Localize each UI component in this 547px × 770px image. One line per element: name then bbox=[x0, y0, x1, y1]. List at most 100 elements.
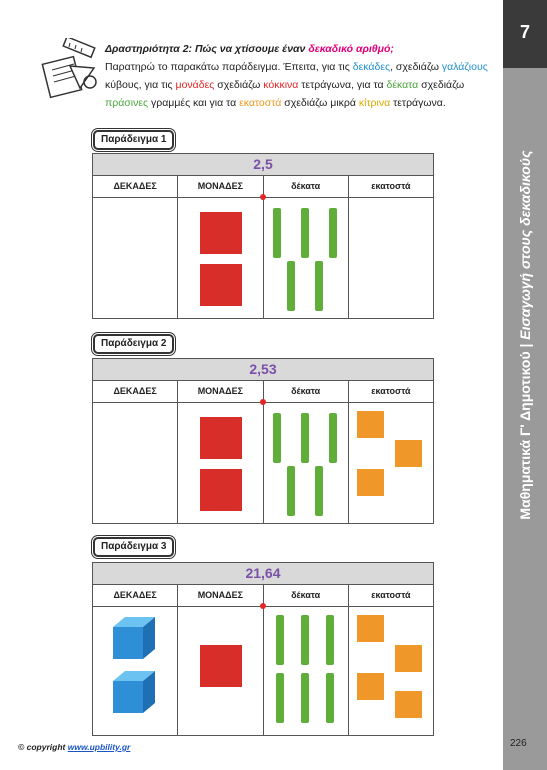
col-hundredths: εκατοστά bbox=[371, 181, 411, 191]
blue-cube-icon bbox=[113, 671, 155, 713]
instr-text: γραμμές και για τα bbox=[148, 97, 240, 109]
tenth-bar bbox=[272, 208, 281, 258]
example-table-1: 2,5 ΔΕΚΑΔΕΣ ΜΟΝΑΔΕΣ δέκατα εκατοστά bbox=[92, 153, 434, 319]
example-body bbox=[93, 403, 433, 523]
example-table-3: 21,64 ΔΕΚΑΔΕΣ ΜΟΝΑΔΕΣ δέκατα εκατοστά bbox=[92, 562, 434, 736]
decimal-point-dot bbox=[260, 399, 266, 405]
word-dekata: δέκατα bbox=[386, 79, 419, 91]
decimal-point-dot bbox=[260, 194, 266, 200]
col-tenths: δέκατα bbox=[264, 176, 349, 197]
word-prasines: πράσινες bbox=[105, 97, 149, 109]
col-tens: ΔΕΚΑΔΕΣ bbox=[93, 585, 179, 606]
tens-cell bbox=[93, 403, 179, 523]
unit-square bbox=[200, 469, 243, 511]
instr-text: σχεδιάζω bbox=[214, 79, 264, 91]
col-tenths: δέκατα bbox=[264, 381, 349, 402]
col-units: ΜΟΝΑΔΕΣ bbox=[178, 176, 264, 197]
instr-text: , σχεδιάζω bbox=[390, 61, 442, 73]
sidebar-title-main: Μαθηματικά Γ' Δημοτικού | bbox=[517, 339, 533, 520]
tenth-bar bbox=[275, 615, 284, 665]
copyright: © copyright www.upbility.gr bbox=[18, 742, 130, 752]
page-number: 226 bbox=[510, 738, 527, 749]
tens-cell bbox=[93, 198, 179, 318]
tenth-bar bbox=[325, 673, 334, 723]
word-galazious: γαλάζιους bbox=[441, 61, 488, 73]
tenth-bar bbox=[314, 261, 323, 311]
example-number: 2,53 bbox=[93, 359, 433, 381]
instr-text: σχεδιάζω μικρά bbox=[281, 97, 359, 109]
instr-text: τετράγωνα. bbox=[390, 97, 446, 109]
col-tens: ΔΕΚΑΔΕΣ bbox=[93, 381, 179, 402]
word-kitrina: κίτρινα bbox=[358, 97, 391, 109]
hundredth-square bbox=[394, 440, 422, 467]
units-cell bbox=[178, 607, 264, 735]
unit-square bbox=[200, 212, 243, 254]
tenth-bar bbox=[328, 208, 337, 258]
unit-square bbox=[200, 264, 243, 306]
tenth-bar bbox=[286, 466, 295, 516]
hundredth-square bbox=[356, 469, 384, 496]
hundredths-cell bbox=[349, 198, 433, 318]
hundredths-cell bbox=[349, 607, 433, 735]
sidebar-title-sub: Εισαγωγή στους δεκαδικούς bbox=[517, 150, 533, 340]
tenths-cell bbox=[264, 198, 349, 318]
tenth-bar bbox=[328, 413, 337, 463]
hundredth-square bbox=[394, 645, 422, 672]
hundredth-square bbox=[356, 615, 384, 642]
word-dekades: δεκάδες bbox=[352, 61, 391, 73]
word-ekatosta: εκατοστά bbox=[239, 97, 282, 109]
sidebar-title: Μαθηματικά Γ' Δημοτικού | Εισαγωγή στους… bbox=[517, 125, 533, 545]
tenth-bar bbox=[300, 413, 309, 463]
hundredth-square bbox=[356, 411, 384, 438]
example-body bbox=[93, 198, 433, 318]
activity-instructions: Παρατηρώ το παρακάτω παράδειγμα. Έπειτα,… bbox=[105, 58, 497, 112]
instr-text: Παρατηρώ το παρακάτω παράδειγμα. Έπειτα,… bbox=[105, 61, 353, 73]
hundredth-square bbox=[356, 673, 384, 700]
tenth-bar bbox=[275, 673, 284, 723]
units-cell bbox=[178, 198, 264, 318]
tenths-cell bbox=[264, 607, 349, 735]
col-tens: ΔΕΚΑΔΕΣ bbox=[93, 176, 179, 197]
word-kokkina: κόκκινα bbox=[263, 79, 299, 91]
unit-square bbox=[200, 417, 243, 459]
website-link[interactable]: www.upbility.gr bbox=[67, 742, 131, 752]
tenth-bar bbox=[325, 615, 334, 665]
example-body bbox=[93, 607, 433, 735]
activity-title: Δραστηριότητα 2: Πώς να χτίσουμε έναν bbox=[105, 43, 309, 55]
col-hundredths: εκατοστά bbox=[371, 590, 411, 600]
example-label: Παράδειγμα 1 bbox=[93, 130, 175, 150]
chapter-number: 7 bbox=[519, 22, 530, 42]
example-table-2: 2,53 ΔΕΚΑΔΕΣ ΜΟΝΑΔΕΣ δέκατα εκατοστά bbox=[92, 358, 434, 524]
blue-cube-icon bbox=[113, 617, 155, 659]
example-number: 2,5 bbox=[93, 154, 433, 176]
tenth-bar bbox=[272, 413, 281, 463]
tenth-bar bbox=[314, 466, 323, 516]
activity-title-highlight: δεκαδικό αριθμό; bbox=[308, 43, 394, 55]
word-monades: μονάδες bbox=[175, 79, 215, 91]
units-cell bbox=[178, 403, 264, 523]
instr-text: κύβους, για τις bbox=[105, 79, 176, 91]
decimal-point-dot bbox=[260, 603, 266, 609]
tenth-bar bbox=[300, 208, 309, 258]
col-units: ΜΟΝΑΔΕΣ bbox=[178, 381, 264, 402]
tenth-bar bbox=[300, 615, 309, 665]
example-label: Παράδειγμα 3 bbox=[93, 537, 175, 557]
hundredths-cell bbox=[349, 403, 433, 523]
notebook-ruler-icon bbox=[40, 35, 100, 100]
copyright-text: © copyright bbox=[18, 742, 68, 752]
tens-cell bbox=[93, 607, 179, 735]
tenths-cell bbox=[264, 403, 349, 523]
chapter-tab bbox=[503, 0, 547, 68]
activity-intro: Δραστηριότητα 2: Πώς να χτίσουμε έναν δε… bbox=[105, 40, 497, 112]
col-tenths: δέκατα bbox=[264, 585, 349, 606]
hundredth-square bbox=[394, 691, 422, 718]
instr-text: τετράγωνα, για τα bbox=[298, 79, 387, 91]
tenth-bar bbox=[286, 261, 295, 311]
example-label: Παράδειγμα 2 bbox=[93, 334, 175, 354]
instr-text: σχεδιάζω bbox=[418, 79, 465, 91]
tenth-bar bbox=[300, 673, 309, 723]
unit-square bbox=[200, 645, 243, 687]
col-units: ΜΟΝΑΔΕΣ bbox=[178, 585, 264, 606]
col-hundredths: εκατοστά bbox=[371, 386, 411, 396]
sidebar bbox=[503, 0, 547, 770]
